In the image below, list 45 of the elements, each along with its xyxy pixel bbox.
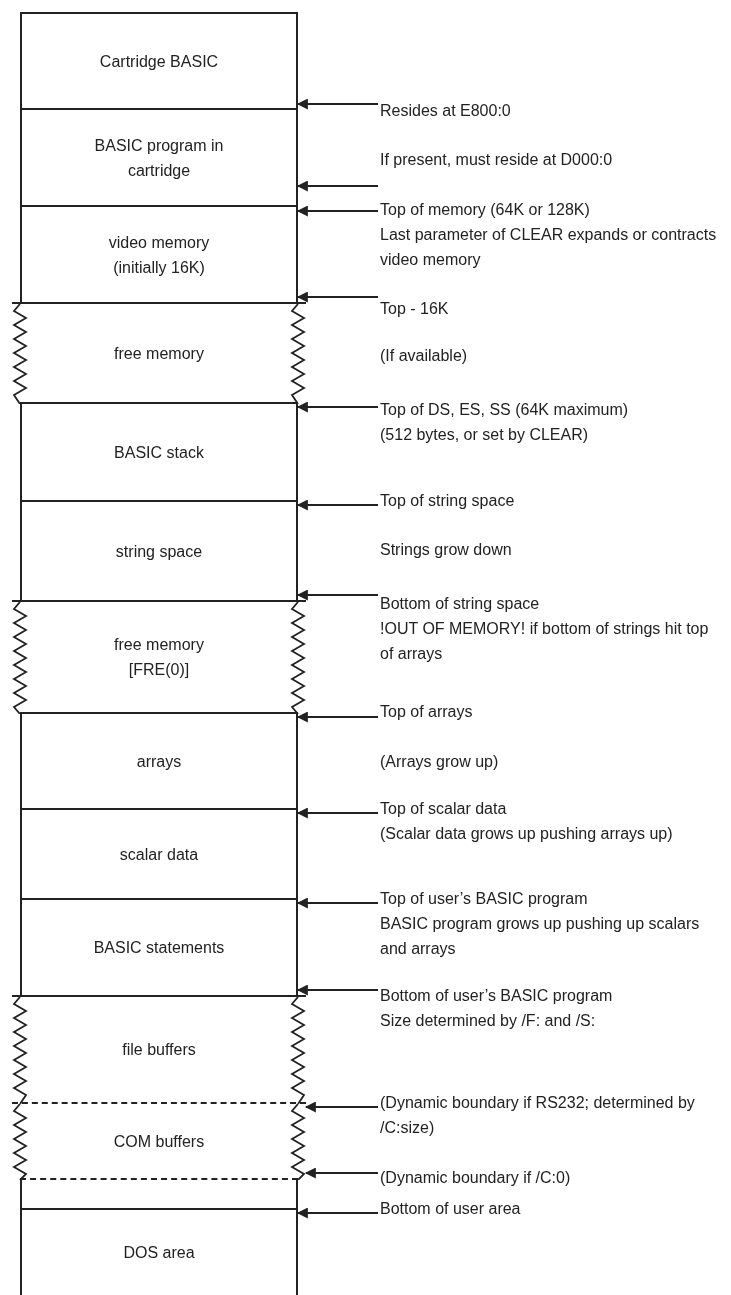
- annotation-text: Bottom of string space !OUT OF MEMORY! if bottom of strings hit top of arrays: [380, 591, 725, 666]
- arrow: [296, 711, 378, 723]
- annotation-text: Top of string space: [380, 488, 725, 513]
- annotation-text: (Dynamic boundary if /C:0): [380, 1165, 725, 1190]
- arrow: [296, 897, 378, 909]
- arrow: [296, 401, 378, 413]
- memory-block: file buffers: [12, 995, 306, 1102]
- annotation-text: Top - 16K: [380, 296, 725, 321]
- arrow: [304, 1167, 378, 1179]
- memory-block: BASIC program in cartridge: [20, 108, 298, 205]
- arrow: [296, 98, 378, 110]
- arrow: [296, 1207, 378, 1219]
- memory-block: arrays: [20, 712, 298, 808]
- memory-region: [20, 1178, 298, 1208]
- memory-block: BASIC statements: [20, 898, 298, 995]
- note-text: Strings grow down: [380, 540, 512, 560]
- annotation-text: Top of DS, ES, SS (64K maximum) (512 bytes, or set by CLEAR): [380, 397, 725, 447]
- annotation-text: Resides at E800:0: [380, 98, 725, 123]
- annotation-text: Bottom of user area: [380, 1196, 725, 1221]
- annotation-text: If present, must reside at D000:0: [380, 147, 725, 172]
- annotation-text: Top of user’s BASIC program BASIC program grows up pushing up scalars and arrays: [380, 886, 725, 961]
- arrow: [296, 180, 378, 192]
- memory-block: DOS area: [20, 1208, 298, 1295]
- arrow: [296, 291, 378, 303]
- arrow: [296, 205, 378, 217]
- memory-block: Cartridge BASIC: [20, 12, 298, 108]
- annotation-text: Top of memory (64K or 128K) Last parameter of CLEAR expands or contracts video memory: [380, 197, 725, 272]
- memory-block: free memory [FRE(0)]: [12, 600, 306, 712]
- annotation-text: Top of scalar data (Scalar data grows up pushing arrays up): [380, 796, 725, 846]
- memory-block: string space: [20, 500, 298, 600]
- arrow: [296, 499, 378, 511]
- arrow: [296, 984, 378, 996]
- memory-block: COM buffers: [12, 1102, 306, 1178]
- note-text: (If available): [380, 346, 468, 366]
- arrow: [296, 589, 378, 601]
- memory-block: video memory (initially 16K): [20, 205, 298, 302]
- note-text: (Arrays grow up): [380, 752, 499, 772]
- annotation-text: Bottom of user’s BASIC program Size determined by /F: and /S:: [380, 983, 725, 1033]
- memory-block: scalar data: [20, 808, 298, 898]
- arrow: [304, 1101, 378, 1113]
- memory-block: BASIC stack: [20, 402, 298, 500]
- arrow: [296, 807, 378, 819]
- annotation-text: (Dynamic boundary if RS232; determined by /C:size): [380, 1090, 725, 1140]
- annotation-text: Top of arrays: [380, 699, 725, 724]
- memory-block: free memory: [12, 302, 306, 402]
